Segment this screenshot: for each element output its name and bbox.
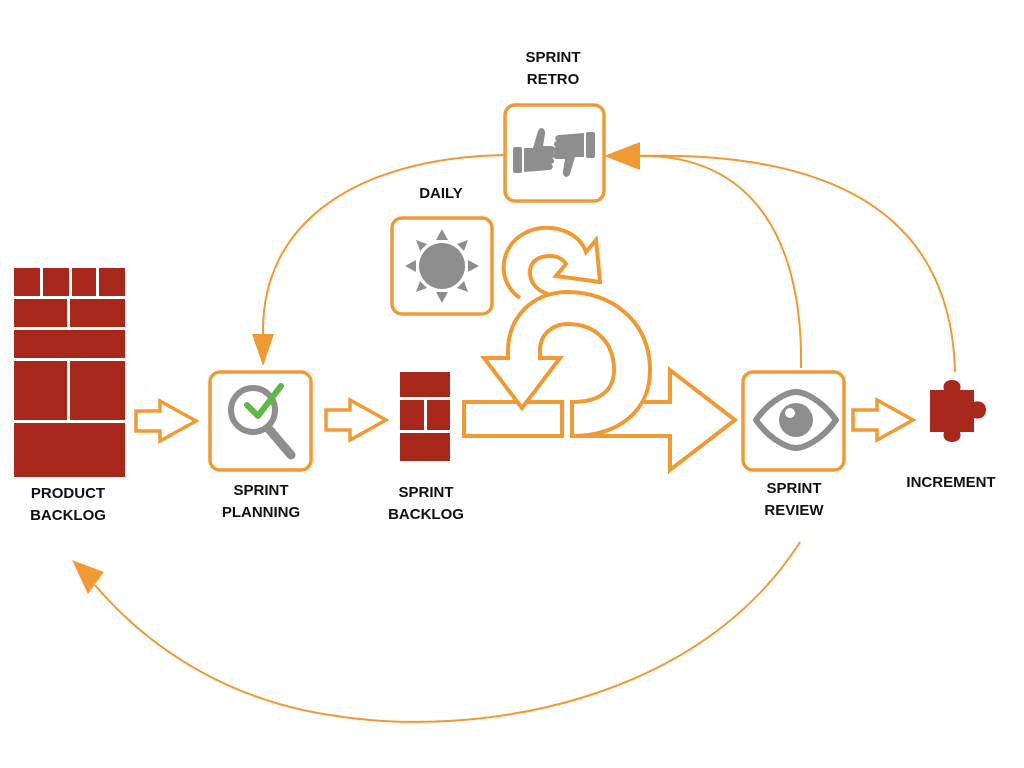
sprint-cycle-arrow — [462, 225, 739, 475]
increment-label: INCREMENT — [871, 472, 1024, 494]
sun-icon — [405, 229, 479, 303]
daily-label: DAILY — [361, 183, 521, 205]
eye-icon — [753, 389, 839, 451]
label-line: PRODUCT — [30, 485, 106, 502]
sprint-backlog-label: SPRINT BACKLOG — [346, 482, 506, 526]
arrowhead-to-planning — [252, 334, 274, 366]
thumbs-up-down-icon — [513, 128, 595, 177]
brick-wall-icon — [14, 268, 125, 477]
arrowhead-to-product-backlog — [72, 560, 104, 594]
magnifier-check-icon — [228, 383, 296, 460]
sprint-planning-label: SPRINT PLANNING — [181, 480, 341, 524]
review-to-product-backlog-curve — [94, 541, 801, 723]
label-line: INCREMENT — [906, 474, 996, 491]
puzzle-piece-icon — [930, 380, 986, 442]
increment-to-retro-curve — [639, 154, 956, 373]
label-line: REVIEW — [764, 502, 824, 519]
arrowhead-to-retro — [604, 142, 640, 170]
review-to-retro-curve — [629, 154, 803, 369]
label-line: SPRINT — [233, 482, 289, 499]
label-line: BACKLOG — [30, 507, 106, 524]
label-line: DAILY — [419, 185, 463, 202]
retro-to-planning-curve — [261, 154, 505, 337]
label-line: SPRINT — [766, 480, 822, 497]
flow-arrow-1 — [134, 398, 200, 444]
sprint-retro-label: SPRINT RETRO — [473, 47, 633, 91]
label-line: SPRINT — [525, 49, 581, 66]
product-backlog-label: PRODUCT BACKLOG — [0, 483, 148, 527]
label-line: RETRO — [526, 71, 580, 88]
flow-arrow-2 — [324, 397, 390, 443]
label-line: SPRINT — [398, 484, 454, 501]
sprint-review-label: SPRINT REVIEW — [714, 478, 874, 522]
flow-arrow-3 — [851, 397, 917, 443]
label-line: BACKLOG — [388, 506, 464, 523]
label-line: PLANNING — [221, 504, 301, 521]
small-brick-stack-icon — [400, 372, 450, 461]
